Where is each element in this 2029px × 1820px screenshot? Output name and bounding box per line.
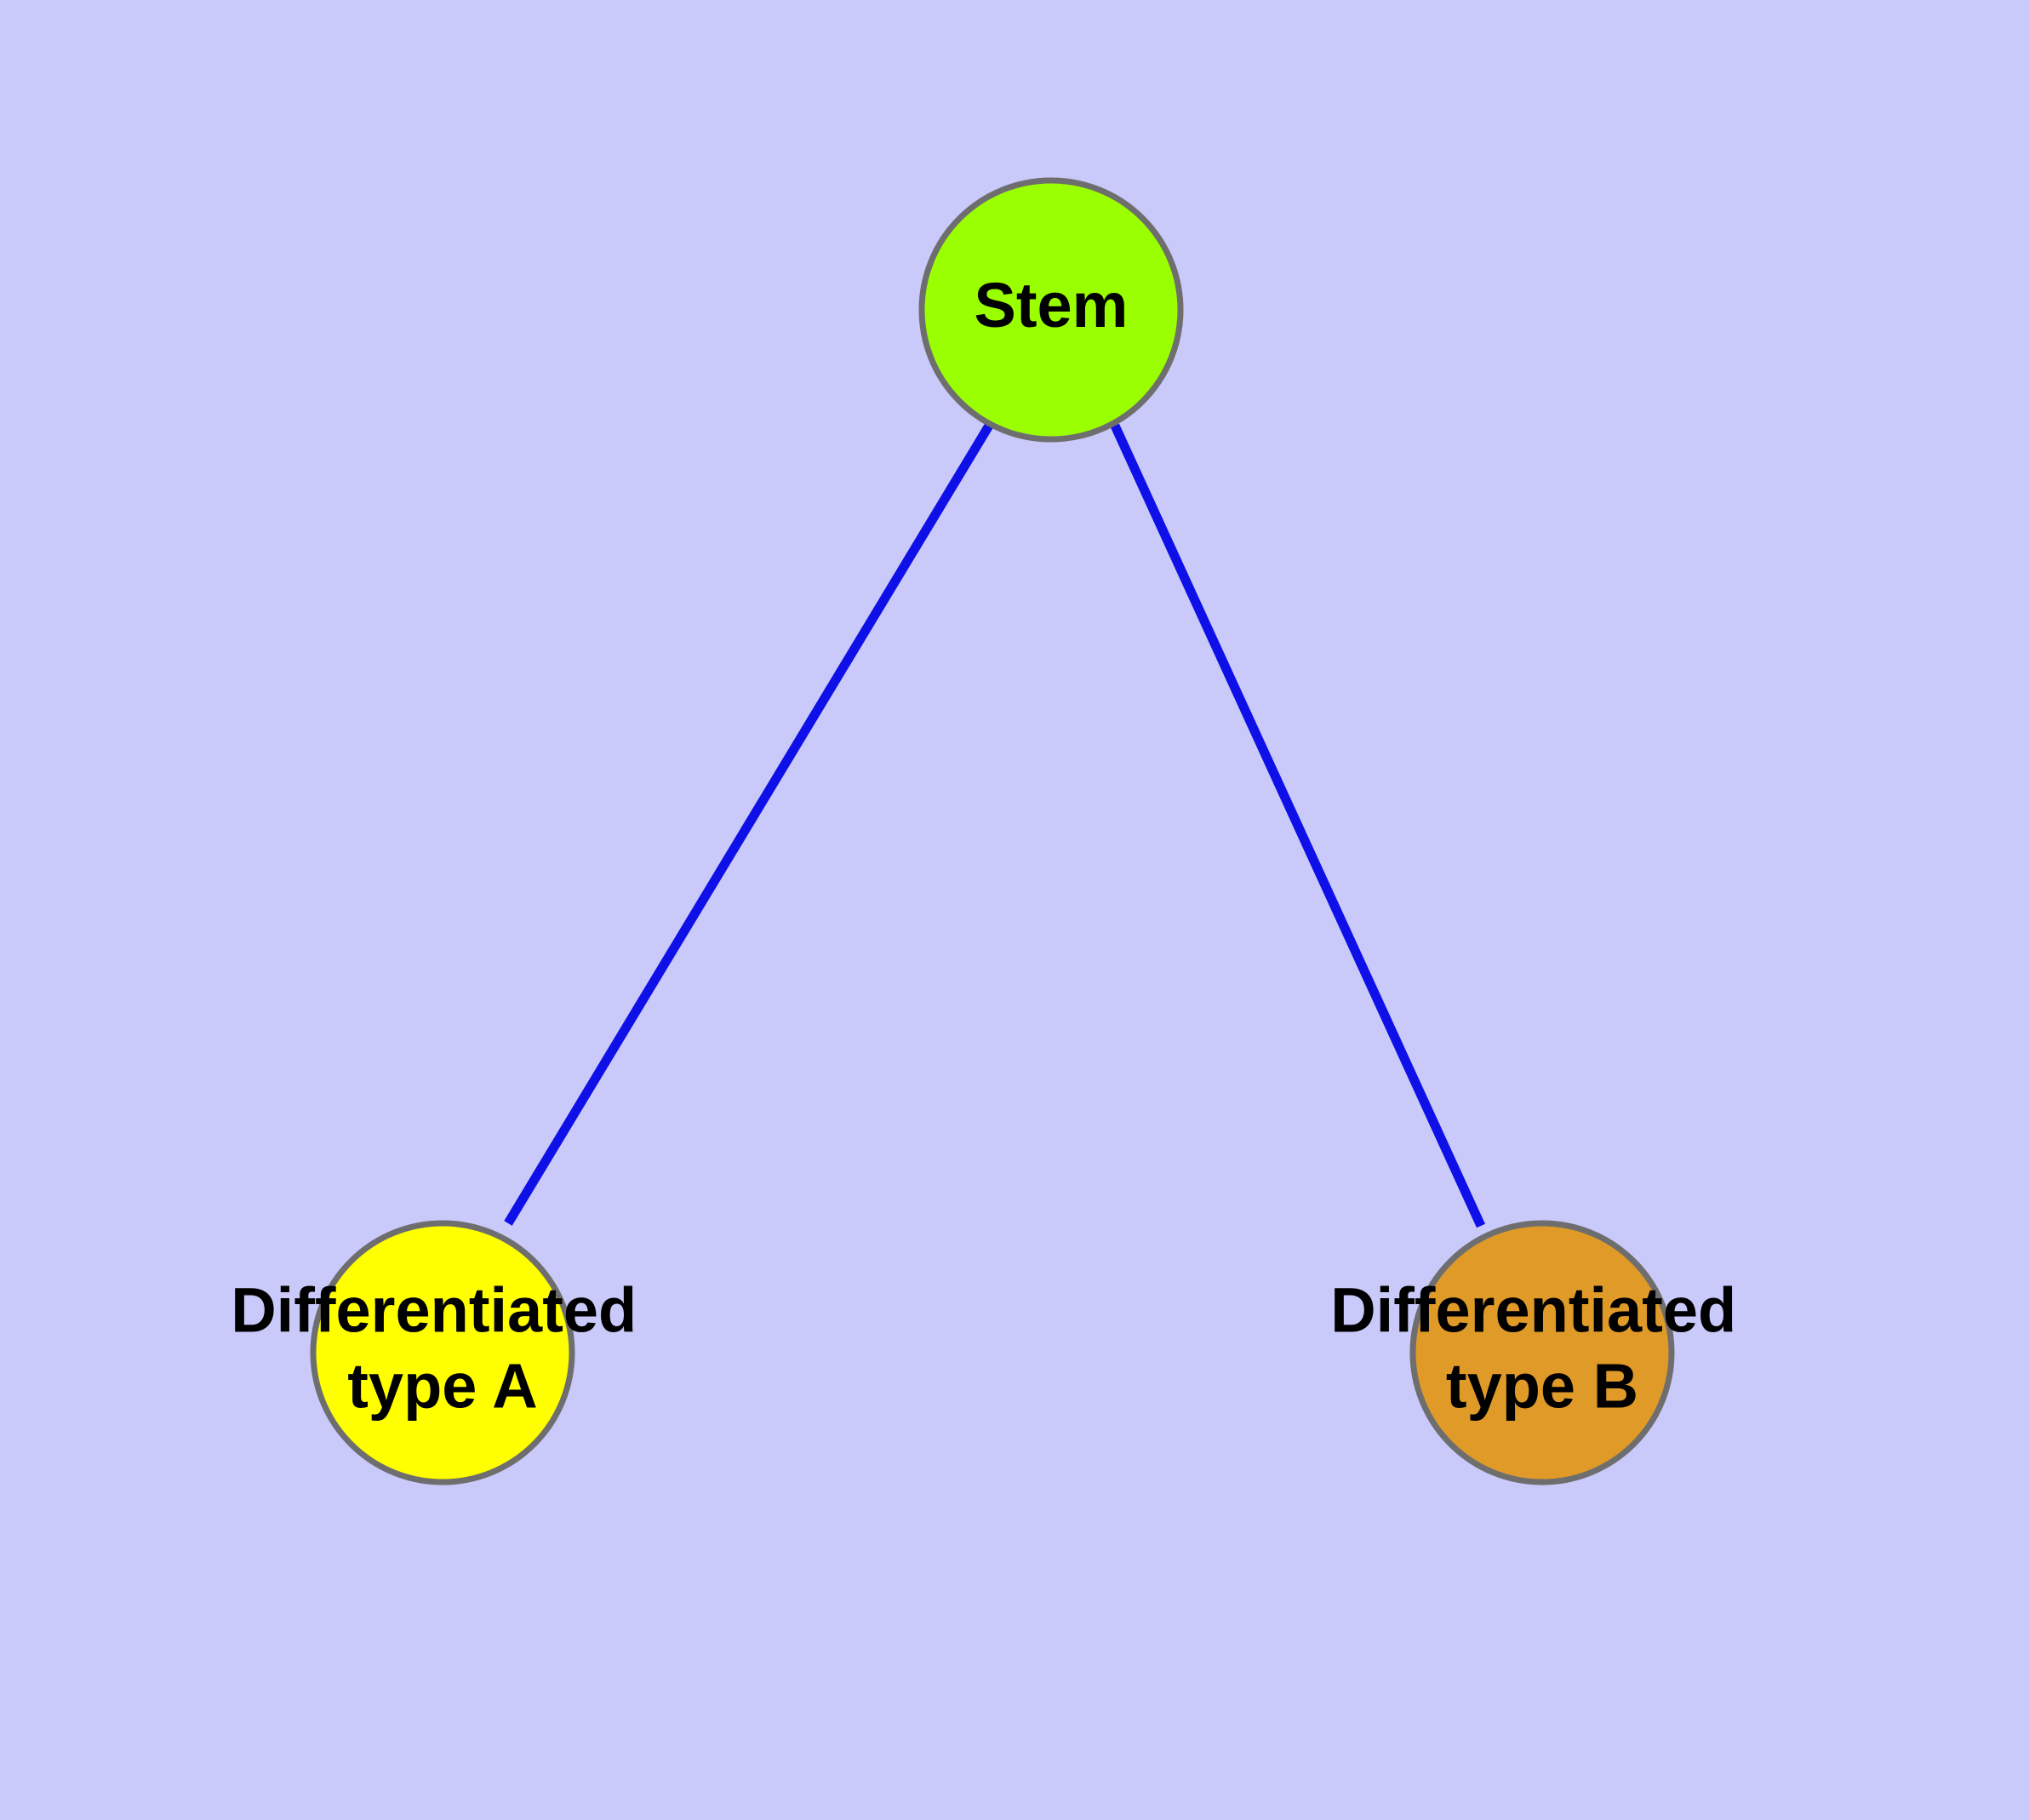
edge-stem-to-diff-a[interactable] bbox=[504, 423, 993, 1226]
edge-stem-to-diff-b[interactable] bbox=[1110, 423, 1486, 1228]
node-stem-label: Stem bbox=[974, 270, 1129, 341]
node-diff-a-label: Differentiated type A bbox=[231, 1274, 654, 1421]
node-diff-b[interactable] bbox=[1409, 1220, 1675, 1485]
node-diff-b-label: Differentiated type B bbox=[1330, 1274, 1754, 1421]
node-diff-a-label-line-1: Differentiated bbox=[231, 1274, 637, 1345]
node-diff-a[interactable] bbox=[310, 1220, 575, 1485]
node-stem-label-line-1: Stem bbox=[974, 270, 1129, 341]
node-stem-circle[interactable] bbox=[918, 177, 1184, 443]
edge-layer bbox=[504, 423, 1486, 1228]
node-stem[interactable] bbox=[918, 177, 1184, 443]
node-diff-a-circle[interactable] bbox=[310, 1220, 575, 1485]
label-layer: Stem Differentiated type A Differentiate… bbox=[231, 270, 1754, 1421]
node-diff-b-circle[interactable] bbox=[1409, 1220, 1675, 1485]
node-diff-b-label-line-2: type B bbox=[1446, 1350, 1638, 1421]
node-diff-b-label-line-1: Differentiated bbox=[1330, 1274, 1736, 1345]
node-layer bbox=[310, 177, 1675, 1485]
node-diff-a-label-line-2: type A bbox=[347, 1350, 537, 1421]
